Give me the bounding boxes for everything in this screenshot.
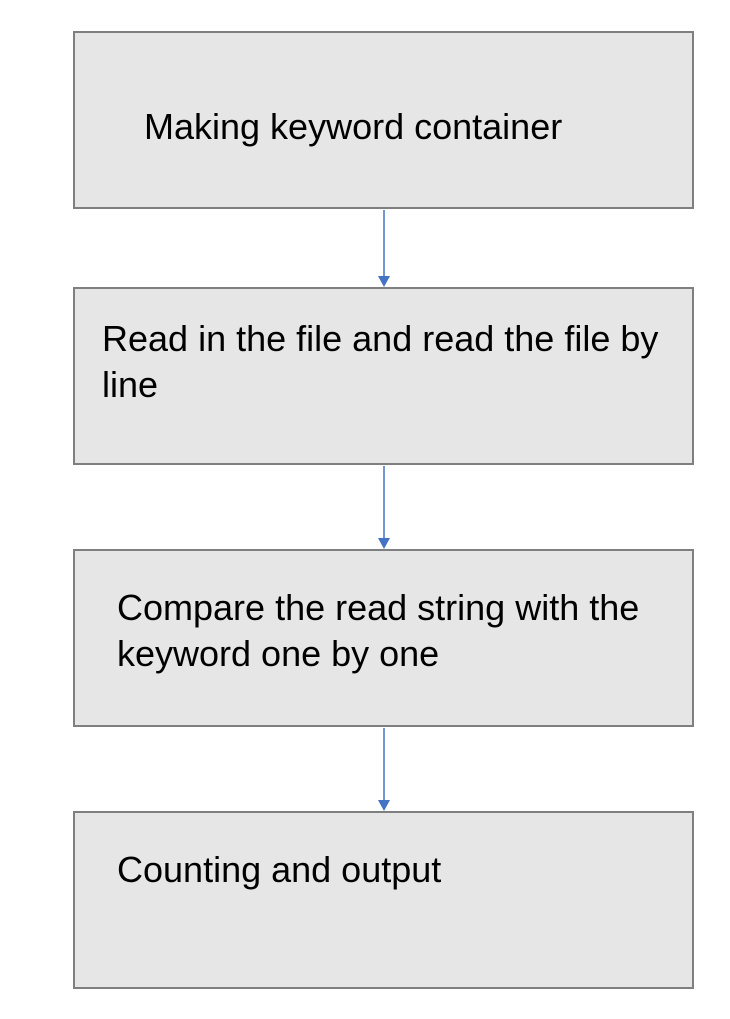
arrow-2-to-3 xyxy=(378,466,390,549)
flow-step-3-label: Compare the read string with the keyword… xyxy=(117,587,640,674)
flow-step-1: Making keyword container xyxy=(73,31,694,209)
flow-step-4-label: Counting and output xyxy=(117,849,442,890)
flow-step-2: Read in the file and read the file by li… xyxy=(73,287,694,465)
flow-step-2-label: Read in the file and read the file by li… xyxy=(102,318,659,405)
flow-step-4: Counting and output xyxy=(73,811,694,989)
arrow-1-to-2 xyxy=(378,210,390,287)
flow-step-1-label: Making keyword container xyxy=(144,106,563,147)
flow-step-3: Compare the read string with the keyword… xyxy=(73,549,694,727)
arrow-3-to-4 xyxy=(378,728,390,811)
